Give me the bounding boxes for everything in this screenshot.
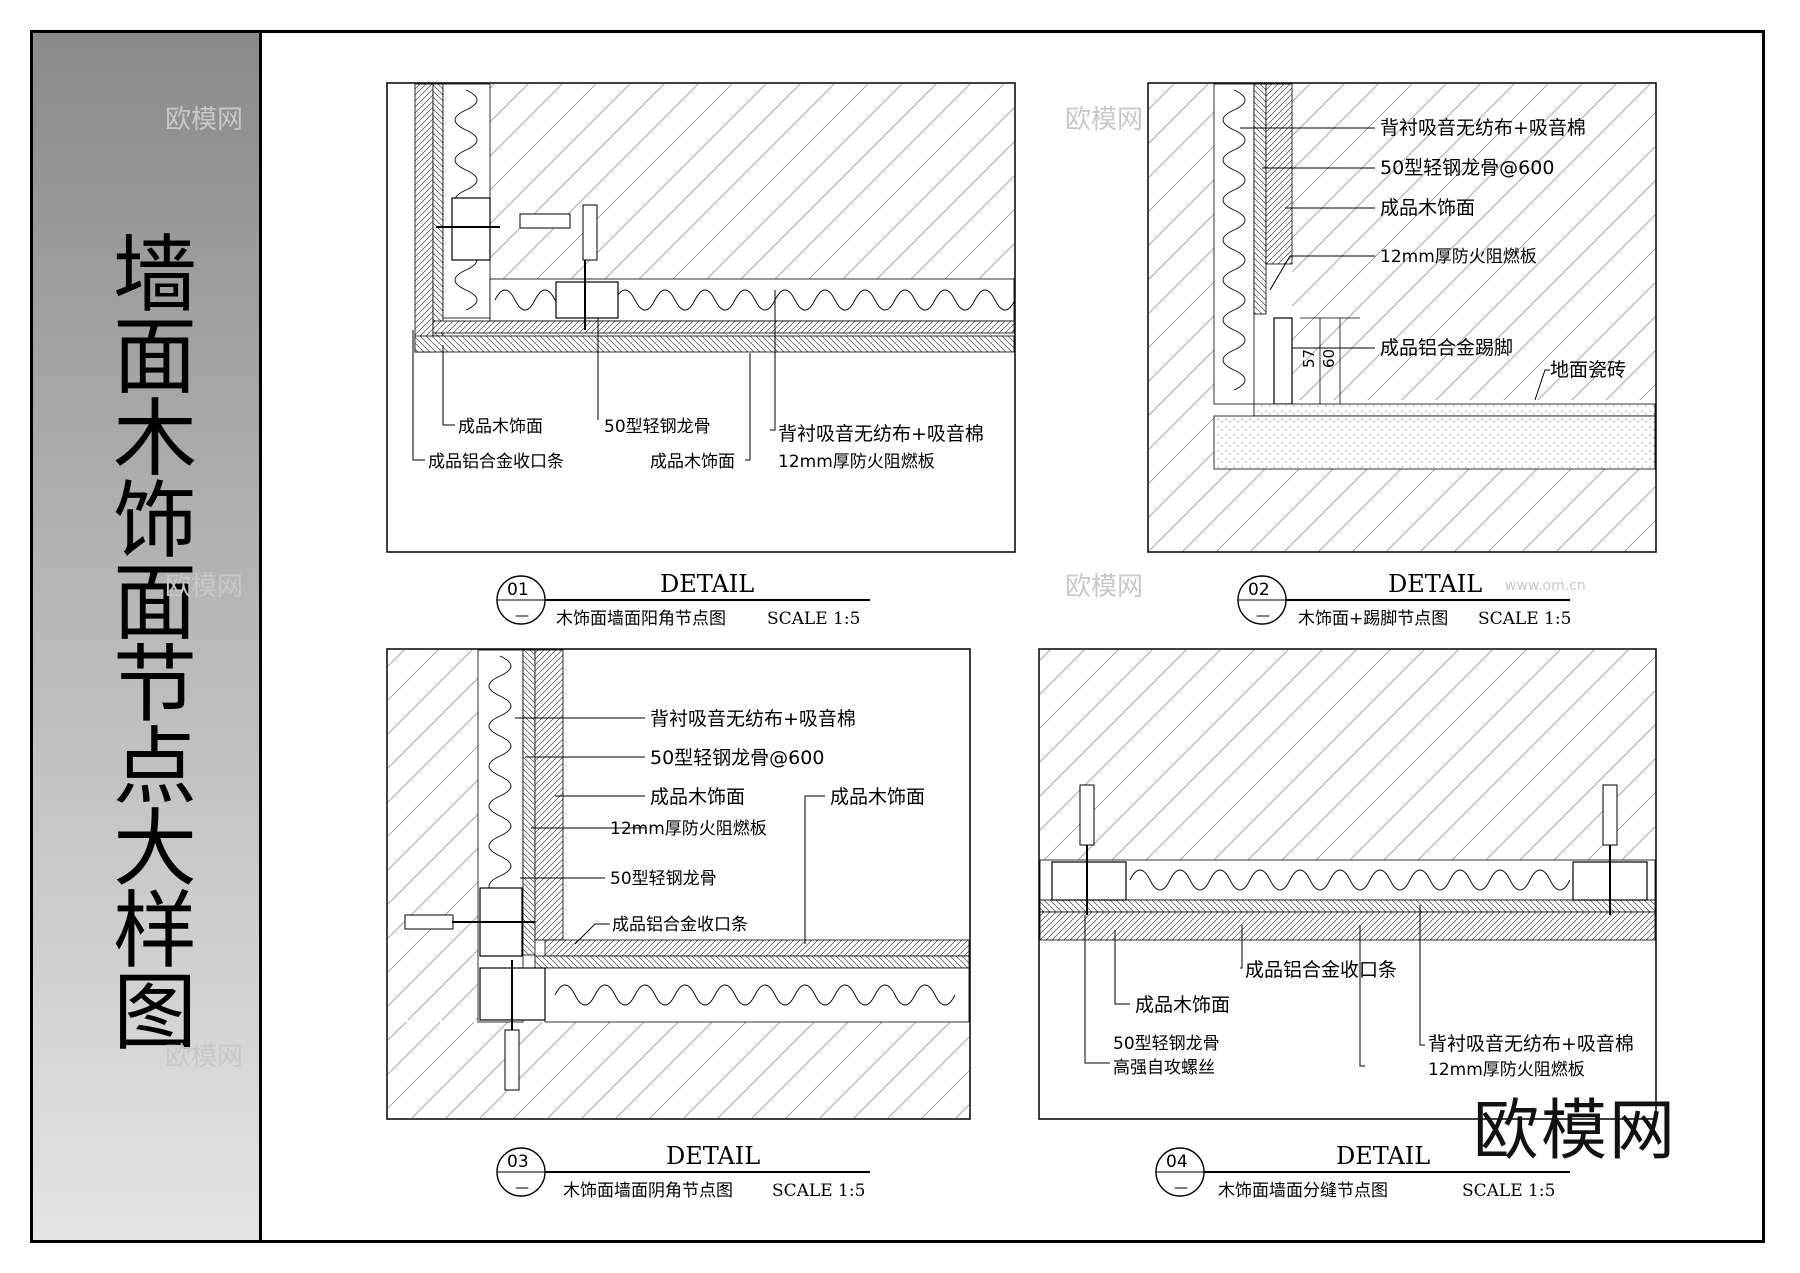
- d1-label-5: 成品木饰面: [650, 452, 735, 472]
- d3-scale: SCALE 1:5: [772, 1181, 865, 1201]
- d4-label-6: 12mm厚防火阻燃板: [1428, 1060, 1585, 1080]
- d3-label-2: 50型轻钢龙骨@600: [650, 747, 824, 769]
- d1-label-4: 背衬吸音无纺布+吸音棉: [778, 423, 984, 445]
- d2-dim-1: 57: [1300, 349, 1318, 368]
- d3-label-6: 成品铝合金收口条: [612, 915, 748, 935]
- svg-text:欧模网: 欧模网: [165, 572, 243, 602]
- d2-scale: SCALE 1:5: [1478, 609, 1571, 629]
- d2-number: 02: [1248, 580, 1270, 600]
- d1-caption: 木饰面墙面阳角节点图: [556, 609, 726, 629]
- watermark-logo: 欧模网: [1473, 1092, 1677, 1169]
- d1-sub: —: [515, 608, 529, 624]
- d3-label-1: 背衬吸音无纺布+吸音棉: [650, 708, 856, 730]
- d3-label-3: 成品木饰面: [650, 786, 745, 808]
- d4-label-2: 成品木饰面: [1135, 994, 1230, 1016]
- d2-label-4: 12mm厚防火阻燃板: [1380, 247, 1537, 267]
- title-strip: 墙面木饰面节点大样图: [30, 30, 262, 1243]
- detail-04: 成品铝合金收口条 成品木饰面 50型轻钢龙骨 高强自攻螺丝 背衬吸音无纺布+吸音…: [1038, 648, 1657, 1201]
- d1-label-2: 成品铝合金收口条: [428, 452, 564, 472]
- d4-heading: DETAIL: [1336, 1142, 1430, 1170]
- d1-scale: SCALE 1:5: [767, 609, 860, 629]
- svg-text:www.om.cn: www.om.cn: [1505, 578, 1586, 594]
- detail-02: 57 60 背衬吸音无纺布+吸音棉 50型轻钢龙骨@600 成品木饰面 12mm…: [1147, 82, 1657, 629]
- d4-label-5: 背衬吸音无纺布+吸音棉: [1428, 1033, 1634, 1055]
- detail-03: 背衬吸音无纺布+吸音棉 50型轻钢龙骨@600 成品木饰面 12mm厚防火阻燃板…: [386, 648, 971, 1201]
- d3-label-4: 12mm厚防火阻燃板: [610, 819, 767, 839]
- d1-label-1: 成品木饰面: [458, 417, 543, 437]
- d3-number: 03: [507, 1152, 529, 1172]
- d1-heading: DETAIL: [660, 570, 754, 598]
- d3-label-7: 成品木饰面: [830, 786, 925, 808]
- svg-text:欧模网: 欧模网: [1065, 572, 1143, 602]
- d3-caption: 木饰面墙面阴角节点图: [563, 1181, 733, 1201]
- d4-label-1: 成品铝合金收口条: [1245, 959, 1397, 981]
- d4-scale: SCALE 1:5: [1462, 1181, 1555, 1201]
- d4-sub: —: [1174, 1180, 1188, 1196]
- d4-number: 04: [1166, 1152, 1188, 1172]
- d3-label-5: 50型轻钢龙骨: [610, 869, 717, 889]
- detail-01: 成品木饰面 成品铝合金收口条 50型轻钢龙骨 背衬吸音无纺布+吸音棉 成品木饰面…: [386, 82, 1016, 629]
- d2-label-1: 背衬吸音无纺布+吸音棉: [1380, 117, 1586, 139]
- d2-label-3: 成品木饰面: [1380, 197, 1475, 219]
- d2-label-6: 地面瓷砖: [1550, 359, 1626, 381]
- d3-sub: —: [515, 1180, 529, 1196]
- d1-label-6: 12mm厚防火阻燃板: [778, 452, 935, 472]
- d2-label-5: 成品铝合金踢脚: [1380, 337, 1513, 359]
- d3-heading: DETAIL: [666, 1142, 760, 1170]
- d4-label-4: 高强自攻螺丝: [1113, 1058, 1215, 1078]
- d2-heading: DETAIL: [1388, 570, 1482, 598]
- d2-dim-2: 60: [1320, 349, 1338, 368]
- d2-caption: 木饰面+踢脚节点图: [1298, 609, 1448, 629]
- d4-label-3: 50型轻钢龙骨: [1113, 1034, 1220, 1054]
- d1-label-3: 50型轻钢龙骨: [604, 417, 711, 437]
- svg-text:欧模网: 欧模网: [1065, 105, 1143, 135]
- d2-label-2: 50型轻钢龙骨@600: [1380, 157, 1554, 179]
- d4-caption: 木饰面墙面分缝节点图: [1218, 1181, 1388, 1201]
- d1-number: 01: [507, 580, 529, 600]
- sheet-title: 墙面木饰面节点大样图: [99, 229, 198, 1050]
- d2-sub: —: [1256, 608, 1270, 624]
- svg-text:欧模网: 欧模网: [165, 1042, 243, 1072]
- svg-text:欧模网: 欧模网: [165, 105, 243, 135]
